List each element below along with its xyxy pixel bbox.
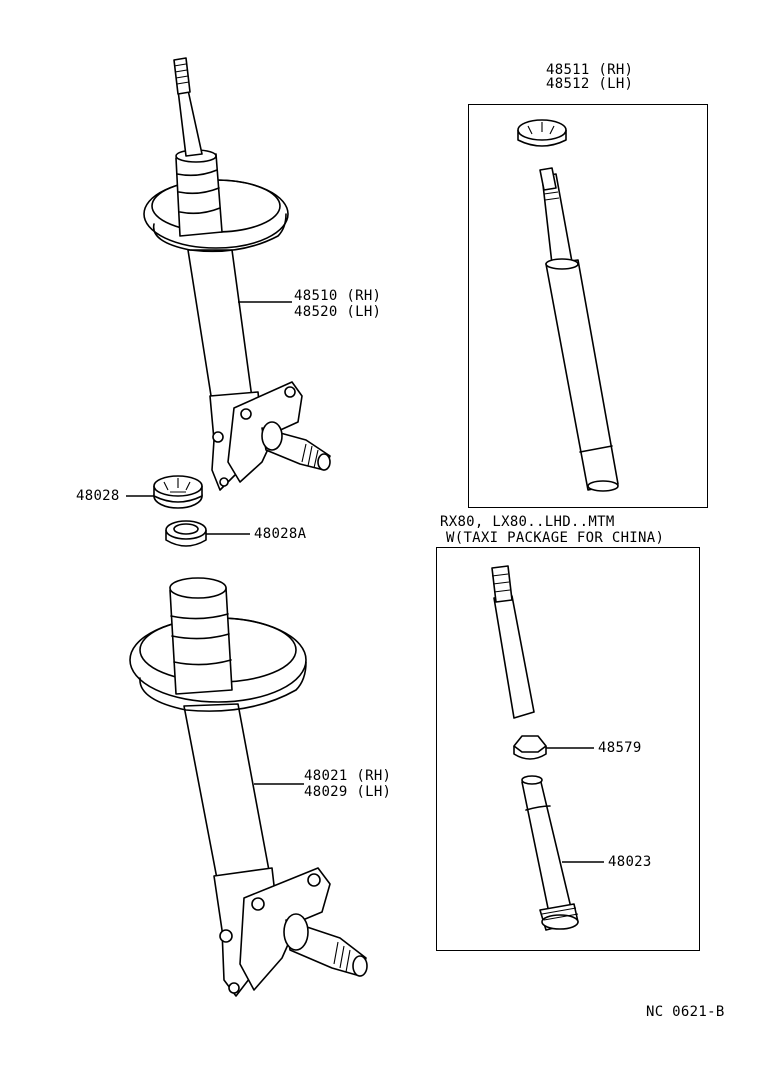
part-label-cartridge-rh: 48511 (RH) [546,62,634,78]
strut-assembly-lower [129,577,368,997]
part-label-cartridge-lh: 48512 (LH) [546,76,634,92]
diagram-code: NC 0621-B [646,1004,725,1020]
cartridge-drawing [517,119,619,492]
part-label-shock: 48023 [608,854,652,870]
cartridge-box [468,104,708,508]
part-label-nut: 48028 [76,488,120,504]
part-label-strut-rh: 48510 (RH) [294,288,382,304]
variant-line-1: RX80, LX80..LHD..MTM [440,514,615,530]
part-label-lower-strut-lh: 48029 (LH) [304,784,392,800]
nut-drawing [153,475,203,509]
part-label-cap: 48028A [254,526,307,542]
strut-assembly-upper [143,57,331,491]
part-label-retainer: 48579 [598,740,642,756]
cap-drawing [165,520,207,547]
variant-line-2: W(TAXI PACKAGE FOR CHINA) [446,530,665,546]
variant-parts-drawing [491,565,579,931]
variant-box [436,547,700,951]
part-label-lower-strut-rh: 48021 (RH) [304,768,392,784]
part-label-strut-lh: 48520 (LH) [294,304,382,320]
